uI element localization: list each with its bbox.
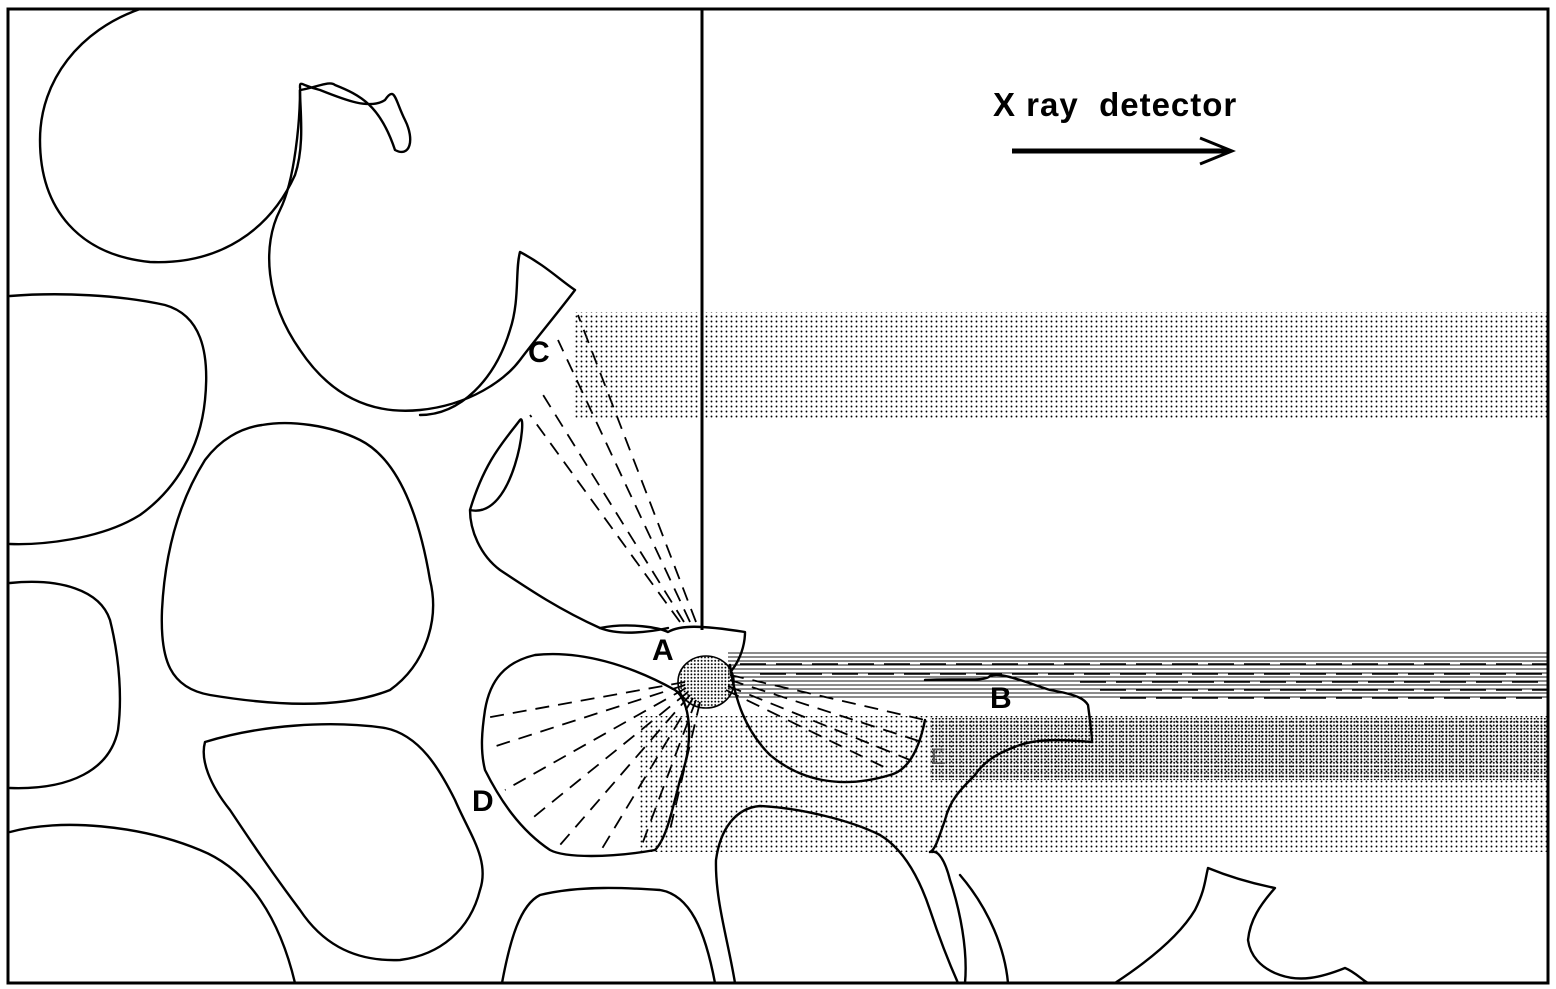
label-e: E	[931, 744, 946, 769]
grain-left-upper	[10, 294, 206, 544]
grain-left-middle	[10, 582, 120, 788]
grain-bottom-right-stem-2	[960, 875, 1008, 983]
grain-bottom-middle-left	[204, 724, 483, 960]
right-arrow-icon	[1012, 138, 1232, 164]
upper-ray-band	[575, 312, 1548, 418]
label-a: A	[652, 634, 674, 667]
lower-ray-band-dense	[930, 718, 1548, 780]
horizontal-ray-band	[728, 652, 1548, 700]
detector-label: X ray detector	[993, 86, 1237, 123]
grain-top-left	[40, 9, 410, 262]
label-b: B	[990, 682, 1012, 715]
grain-bottom-left	[10, 825, 295, 983]
grain-center-left	[162, 423, 433, 704]
grain-bottom-center-left	[502, 888, 715, 983]
label-c: C	[528, 336, 550, 369]
grain-bottom-right	[1115, 868, 1368, 983]
label-d: D	[472, 785, 494, 818]
grain-c-lower	[470, 419, 668, 632]
